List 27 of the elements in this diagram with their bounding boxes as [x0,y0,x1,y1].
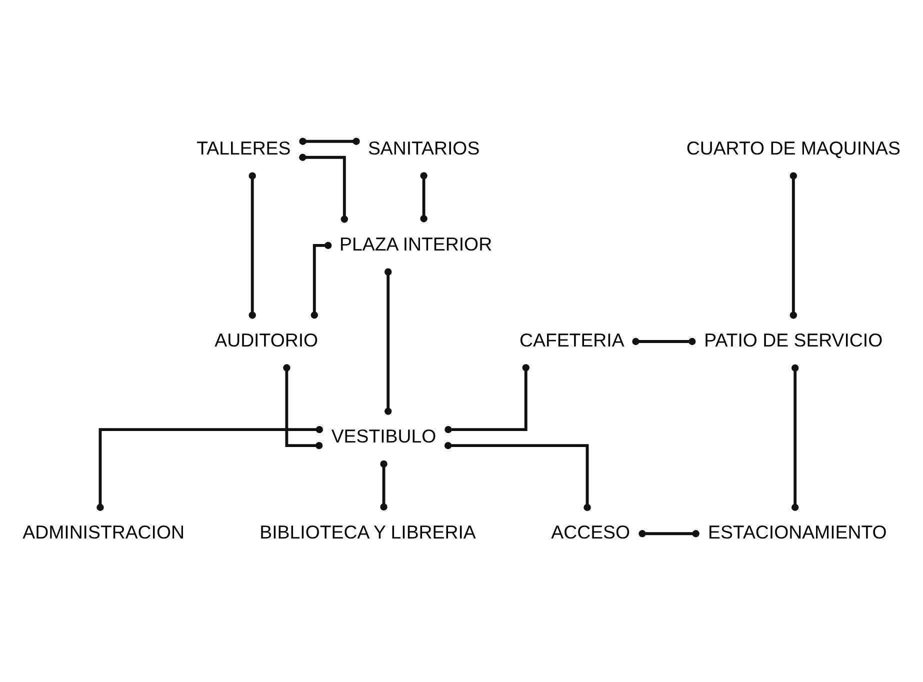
connector [790,172,798,318]
node-text: BIBLIOTECA Y LIBRERIA [260,521,476,542]
node-text: ESTACIONAMIENTO [708,521,887,542]
connector [310,241,332,318]
node-text: SANITARIOS [368,136,480,158]
node-text: CUARTO DE MAQUINAS [686,136,900,158]
node-text: ADMINISTRACION [22,521,184,542]
node-text: CAFETERIA [520,328,624,350]
node-text: PLAZA INTERIOR [340,232,492,254]
connector [444,364,530,433]
node-text: TALLERES [196,136,291,158]
connector [248,172,256,318]
connector [420,172,428,222]
connector [632,337,696,345]
node-text: ACCESO [551,521,630,542]
connector [283,364,323,449]
node-text: PATIO DE SERVICIO [704,328,883,350]
connector [299,153,348,222]
connector [96,425,324,510]
connector [384,268,392,414]
connector [791,364,799,510]
node-text: VESTIBULO [331,425,436,446]
connector [638,530,700,537]
node-text: AUDITORIO [214,328,318,350]
connector [380,460,388,510]
connector [299,137,360,144]
connector [444,441,591,511]
